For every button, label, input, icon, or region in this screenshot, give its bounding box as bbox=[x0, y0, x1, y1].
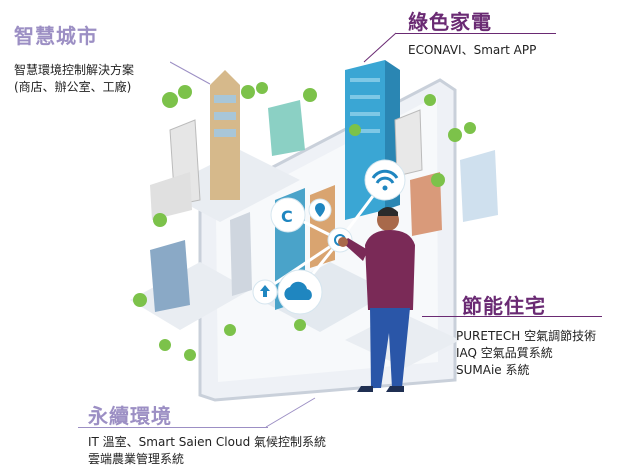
arrow-up-icon bbox=[252, 279, 278, 305]
smart-city-heading: 智慧城市 bbox=[14, 24, 98, 48]
sustainable-callout-line bbox=[265, 397, 316, 428]
smart-city-callout-line bbox=[170, 61, 211, 85]
green-appliance-callout-line bbox=[363, 32, 397, 63]
smart-city-line1: 智慧環境控制解決方案 bbox=[14, 63, 135, 77]
energy-home-heading: 節能住宅 bbox=[462, 294, 546, 318]
sustainable-divider bbox=[78, 427, 268, 428]
sustainable-line1: IT 溫室、Smart Saien Cloud 氣候控制系統 bbox=[88, 435, 326, 449]
green-appliance-divider bbox=[396, 33, 556, 34]
temperature-icon: C bbox=[270, 197, 306, 233]
energy-home-line2: IAQ 空氣品質系統 bbox=[456, 346, 553, 360]
smart-city-line2: (商店、辦公室、工廠) bbox=[14, 80, 132, 94]
sustainable-line2: 雲端農業管理系統 bbox=[88, 452, 185, 466]
person-illustration bbox=[338, 207, 415, 392]
energy-home-line1: PURETECH 空氣調節技術 bbox=[456, 329, 597, 343]
energy-home-divider bbox=[422, 316, 602, 317]
svg-text:C: C bbox=[281, 207, 293, 226]
cloud-icon bbox=[277, 269, 323, 315]
sustainable-heading: 永續環境 bbox=[88, 404, 172, 428]
wifi-icon bbox=[364, 159, 406, 201]
green-appliance-heading: 綠色家電 bbox=[408, 10, 492, 34]
energy-home-line3: SUMAie 系統 bbox=[456, 363, 530, 377]
trees bbox=[133, 82, 476, 361]
location-pin-icon bbox=[308, 198, 332, 222]
green-appliance-line1: ECONAVI、Smart APP bbox=[408, 43, 537, 57]
